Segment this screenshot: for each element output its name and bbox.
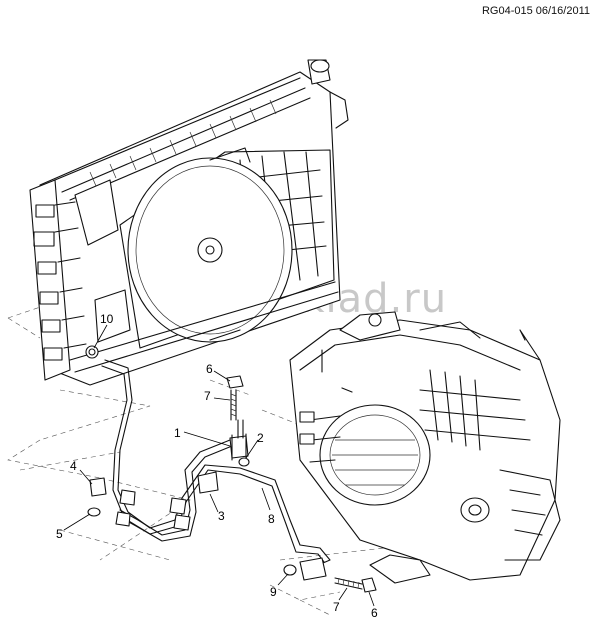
callout-10: 10 (100, 312, 114, 326)
radiator-fan-assembly (29, 59, 349, 386)
callout-9: 9 (270, 585, 277, 599)
callout-4: 4 (70, 459, 77, 473)
callout-3: 3 (218, 509, 225, 523)
callout-5: 5 (56, 527, 63, 541)
callout-7-top: 7 (204, 389, 211, 403)
callout-2: 2 (257, 431, 264, 445)
callout-1: 1 (174, 426, 181, 440)
callout-6-top: 6 (206, 362, 213, 376)
callout-leader-lines (63, 324, 375, 607)
callout-7-bottom: 7 (333, 600, 340, 614)
hardware-parts (226, 375, 377, 593)
callout-6-bottom: 6 (371, 606, 378, 620)
callout-labels: 10 6 7 1 2 4 3 8 5 9 7 6 (56, 312, 378, 620)
callout-8: 8 (268, 512, 275, 526)
transmission-cooler-lines (87, 359, 331, 581)
diagram-reference-code: RG04-015 06/16/2011 (481, 5, 590, 17)
transmission-assembly (289, 311, 561, 584)
